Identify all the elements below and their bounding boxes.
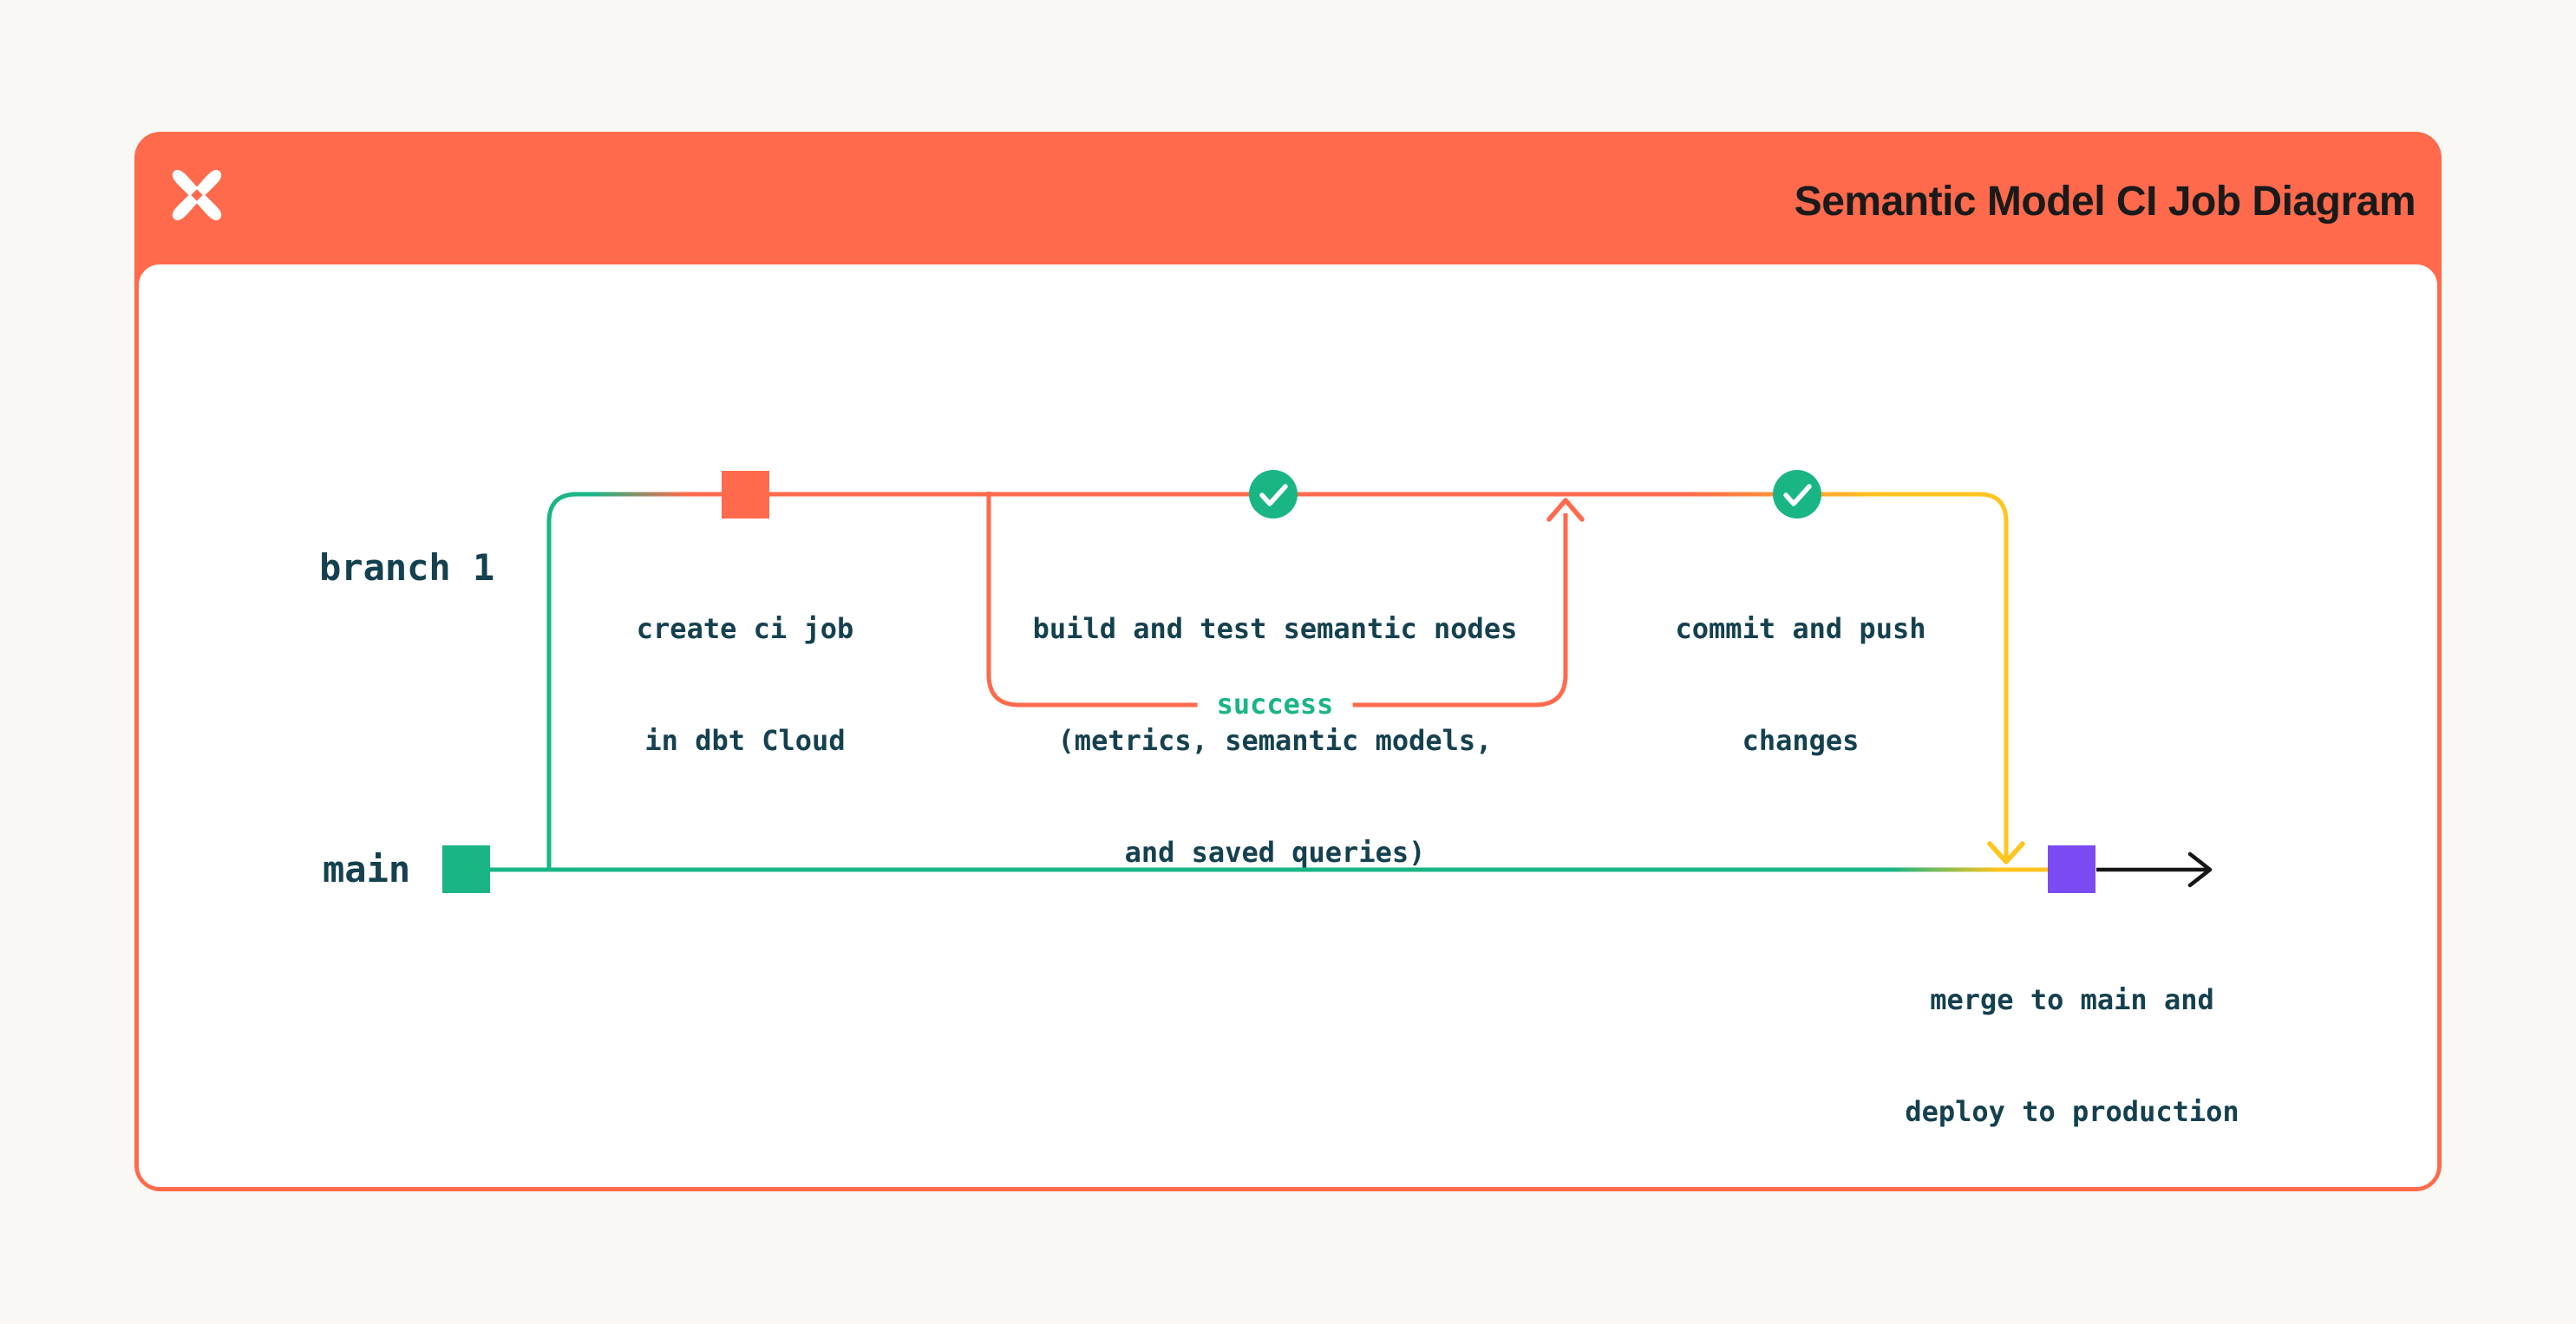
diagram-canvas (139, 264, 2437, 1187)
create-ci-job-commit-square (722, 471, 769, 519)
lane-label-main: main (323, 848, 411, 890)
merge-deploy-line2: deploy to production (1905, 1095, 2239, 1128)
create-ci-job-line1: create ci job (636, 612, 854, 645)
commit-push-line2: changes (1742, 724, 1860, 757)
merge-deploy-label: merge to main and deploy to production (1905, 907, 2239, 1205)
diagram-card: Semantic Model CI Job Diagram (134, 132, 2442, 1191)
commit-push-line1: commit and push (1675, 612, 1926, 645)
create-ci-job-line2: in dbt Cloud (644, 724, 846, 757)
retry-loop-success-label: success (1197, 686, 1353, 722)
page-title: Semantic Model CI Job Diagram (1794, 179, 2416, 225)
create-ci-job-label: create ci job in dbt Cloud (637, 536, 853, 834)
main-start-commit-square (442, 845, 490, 893)
build-test-line2: (metrics, semantic models, (1057, 724, 1493, 757)
commit-push-label: commit and push changes (1676, 536, 1926, 834)
dbt-logo-icon (167, 163, 226, 227)
build-test-label: build and test semantic nodes (metrics, … (1033, 536, 1518, 946)
lane-label-branch-1: branch 1 (319, 546, 495, 589)
merge-commit-square (2048, 845, 2095, 893)
merge-deploy-line1: merge to main and (1930, 983, 2214, 1016)
build-test-line3: and saved queries) (1124, 836, 1426, 869)
build-test-line1: build and test semantic nodes (1032, 612, 1518, 645)
